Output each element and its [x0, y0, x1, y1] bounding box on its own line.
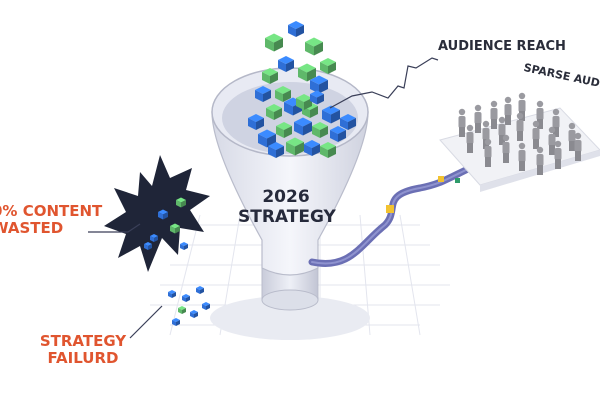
audience-reach-label: AUDIENCE REACH: [438, 39, 566, 54]
content-cube: [202, 302, 210, 310]
funnel-strategy-label: 2026 STRATEGY: [238, 187, 336, 227]
content-cube: [150, 234, 158, 242]
content-cube: [180, 242, 188, 250]
audience-person: [536, 146, 544, 175]
content-cube: [312, 122, 328, 138]
strategy-failure-line1: STRATEGY: [39, 332, 127, 350]
audience-person: [536, 100, 544, 129]
content-cube: [310, 75, 328, 94]
content-cube: [265, 33, 283, 52]
content-cube: [196, 286, 204, 294]
content-cube: [176, 197, 186, 208]
audience-person: [568, 122, 576, 151]
content-cube: [294, 117, 312, 136]
content-cube: [190, 310, 198, 318]
label-connectors: [88, 57, 439, 339]
content-cube: [172, 318, 180, 326]
content-cube: [255, 86, 271, 102]
content-cube: [286, 137, 304, 156]
strategy-failure-line2: FAILURD: [47, 349, 119, 368]
content-cube: [144, 242, 152, 250]
funnel-title: STRATEGY: [238, 206, 336, 227]
audience-person: [518, 142, 526, 171]
waste-burst: [104, 155, 210, 272]
audience-person: [466, 124, 474, 153]
content-cube: [288, 21, 304, 37]
audience-person: [490, 100, 498, 129]
content-cube: [310, 90, 324, 105]
delivery-pipe: [308, 164, 481, 267]
audience-person: [548, 126, 556, 155]
content-cube: [170, 223, 180, 234]
content-cube: [322, 105, 340, 124]
content-cube: [340, 114, 356, 130]
content-cube: [182, 294, 190, 302]
audience-person: [532, 120, 540, 149]
audience-person: [484, 138, 492, 167]
audience-person: [458, 108, 466, 137]
content-cube: [262, 68, 278, 84]
content-cube: [320, 142, 336, 158]
content-cube: [268, 142, 284, 158]
content-cube: [304, 140, 320, 156]
audience-person: [504, 96, 512, 125]
content-wasted-line2: WASTED: [0, 219, 64, 238]
content-cube: [178, 306, 186, 314]
content-cube: [168, 290, 176, 298]
strategy-failure-label: STRATEGY FAILURD: [28, 332, 138, 368]
content-cube: [320, 58, 336, 74]
funnel-year: 2026: [262, 187, 310, 207]
content-wasted-line1: 0% CONTENT: [0, 202, 103, 220]
audience-person: [502, 134, 510, 163]
audience-person: [498, 116, 506, 145]
content-cube: [248, 114, 264, 130]
audience-person: [552, 108, 560, 137]
content-wasted-label: 0% CONTENT WASTED: [0, 202, 122, 238]
audience-person: [516, 112, 524, 141]
content-cube: [276, 122, 292, 138]
audience-people: [458, 92, 582, 175]
audience-person: [574, 132, 582, 161]
content-cube: [266, 104, 282, 120]
content-cube: [305, 37, 323, 56]
content-cube: [275, 86, 291, 102]
content-cube: [330, 126, 346, 142]
audience-person: [554, 140, 562, 169]
content-cube: [158, 209, 168, 220]
content-cubes: [144, 21, 356, 326]
audience-person: [474, 104, 482, 133]
content-cube: [278, 56, 294, 72]
